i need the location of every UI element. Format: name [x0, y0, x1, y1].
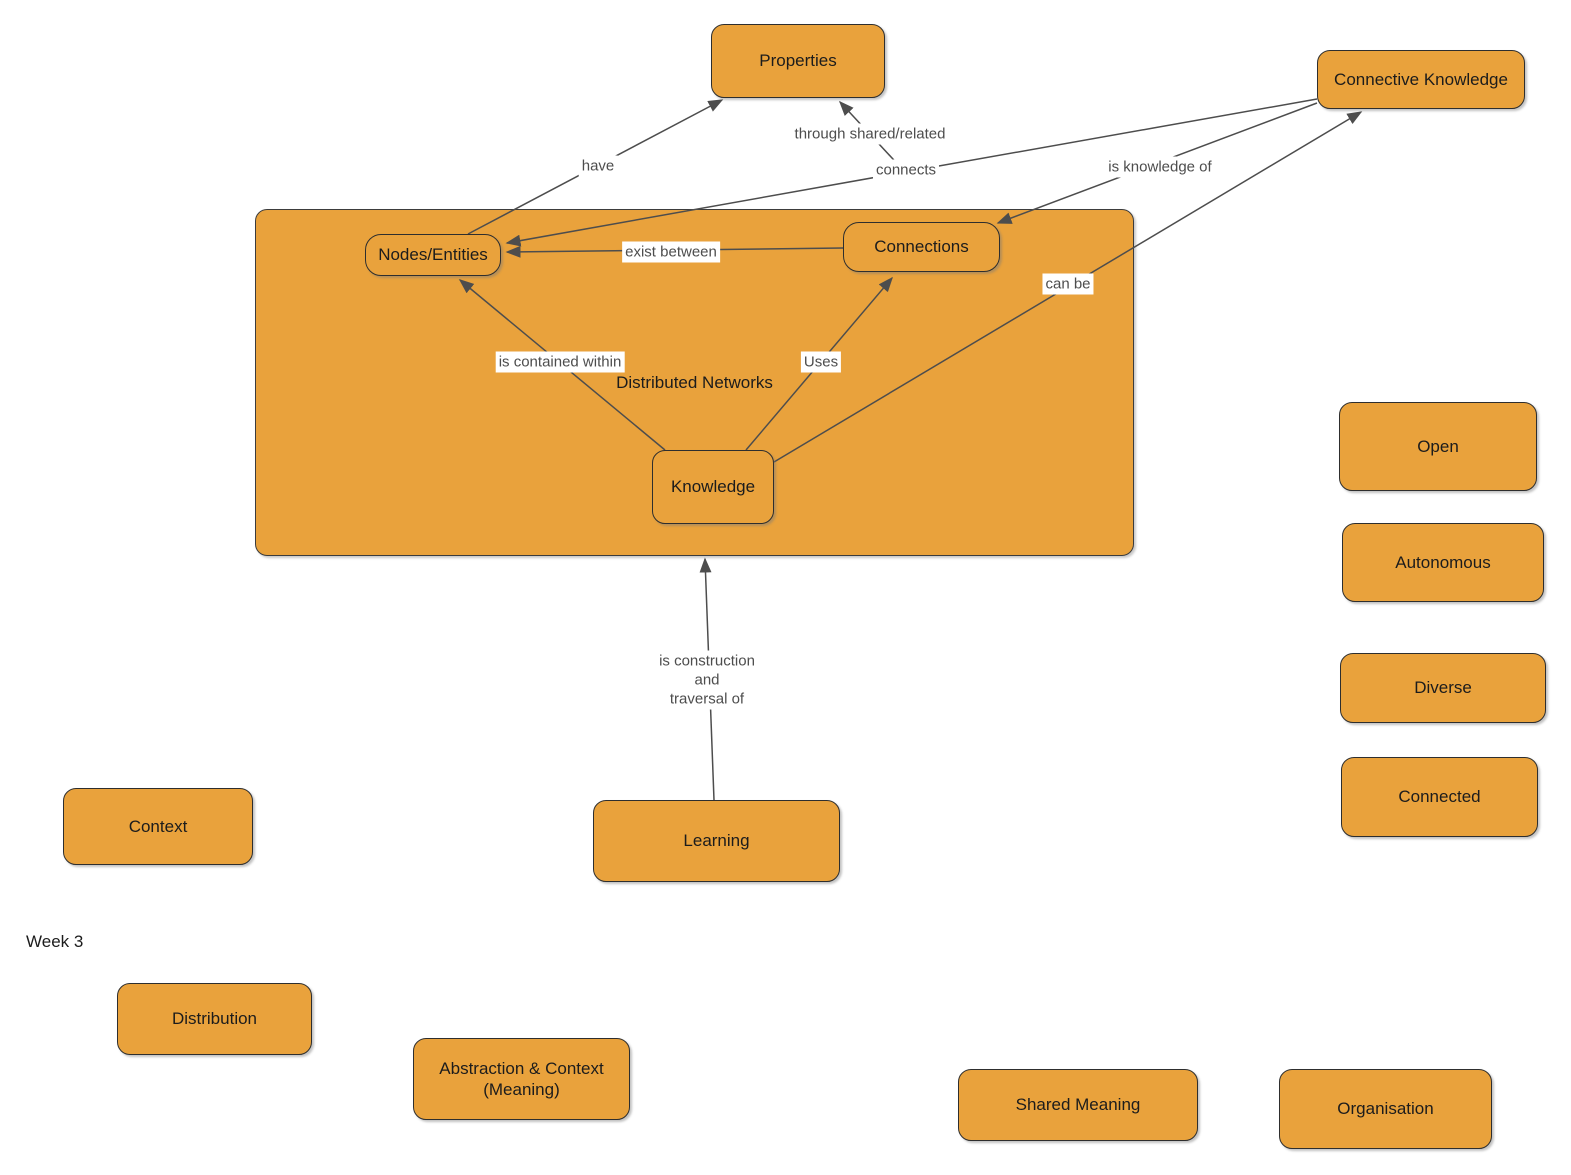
node-autonomous-label: Autonomous [1395, 552, 1491, 572]
node-autonomous[interactable]: Autonomous [1342, 523, 1544, 602]
edge-label-through-shared-related[interactable]: through shared/related [791, 123, 949, 145]
week-annotation: Week 3 [26, 932, 84, 951]
node-open-label: Open [1417, 436, 1459, 456]
node-learning-label: Learning [683, 831, 750, 851]
node-abstraction-context-label-line2: (Meaning) [483, 1080, 560, 1099]
edge-label-have[interactable]: have [578, 155, 618, 177]
edge-connects-segment-to-nodes-entities[interactable] [505, 171, 906, 247]
edge-connects-segment-from-connective-knowledge[interactable] [904, 98, 1318, 173]
edge-label-is-construction-line2: and [694, 671, 720, 689]
edge-label-is-construction-line1: is construction [659, 652, 755, 670]
edge-label-is-knowledge-of[interactable]: is knowledge of [1105, 156, 1215, 178]
edge-label-exist-between[interactable]: exist between [622, 241, 720, 263]
node-connections-label: Connections [874, 237, 969, 257]
node-connective-knowledge[interactable]: Connective Knowledge [1317, 50, 1525, 109]
node-knowledge-label: Knowledge [670, 477, 756, 497]
node-connections[interactable]: Connections [843, 222, 1000, 272]
node-context-label: Context [128, 816, 188, 836]
node-connected[interactable]: Connected [1341, 757, 1538, 837]
node-distribution-label: Distribution [171, 1009, 258, 1029]
edge-label-is-construction-and-traversal-of[interactable]: is construction and traversal of [656, 650, 758, 710]
node-knowledge[interactable]: Knowledge [652, 450, 774, 524]
node-properties-label: Properties [759, 51, 837, 71]
node-distributed-networks-label: Distributed Networks [616, 372, 773, 392]
node-diverse-label: Diverse [1414, 678, 1472, 698]
node-learning[interactable]: Learning [593, 800, 840, 882]
node-organisation-label: Organisation [1337, 1099, 1434, 1119]
node-abstraction-context[interactable]: Abstraction & Context (Meaning) [413, 1038, 630, 1120]
node-context[interactable]: Context [63, 788, 253, 865]
edge-label-is-contained-within[interactable]: is contained within [495, 351, 625, 373]
node-diverse[interactable]: Diverse [1340, 653, 1546, 723]
node-abstraction-context-label-line1: Abstraction & Context [439, 1058, 604, 1078]
node-nodes-entities[interactable]: Nodes/Entities [365, 234, 501, 276]
node-organisation[interactable]: Organisation [1279, 1069, 1492, 1149]
node-properties[interactable]: Properties [711, 24, 885, 98]
node-shared-meaning[interactable]: Shared Meaning [958, 1069, 1198, 1141]
edge-label-uses[interactable]: Uses [800, 351, 842, 373]
edge-label-is-construction-line3: traversal of [669, 690, 745, 708]
edge-label-can-be[interactable]: can be [1042, 273, 1094, 295]
edge-label-connects[interactable]: connects [872, 159, 940, 181]
node-connective-knowledge-label: Connective Knowledge [1334, 69, 1508, 89]
node-distribution[interactable]: Distribution [117, 983, 312, 1055]
node-nodes-entities-label: Nodes/Entities [378, 245, 488, 265]
node-open[interactable]: Open [1339, 402, 1537, 491]
node-shared-meaning-label: Shared Meaning [1015, 1095, 1141, 1115]
node-connected-label: Connected [1398, 787, 1481, 807]
